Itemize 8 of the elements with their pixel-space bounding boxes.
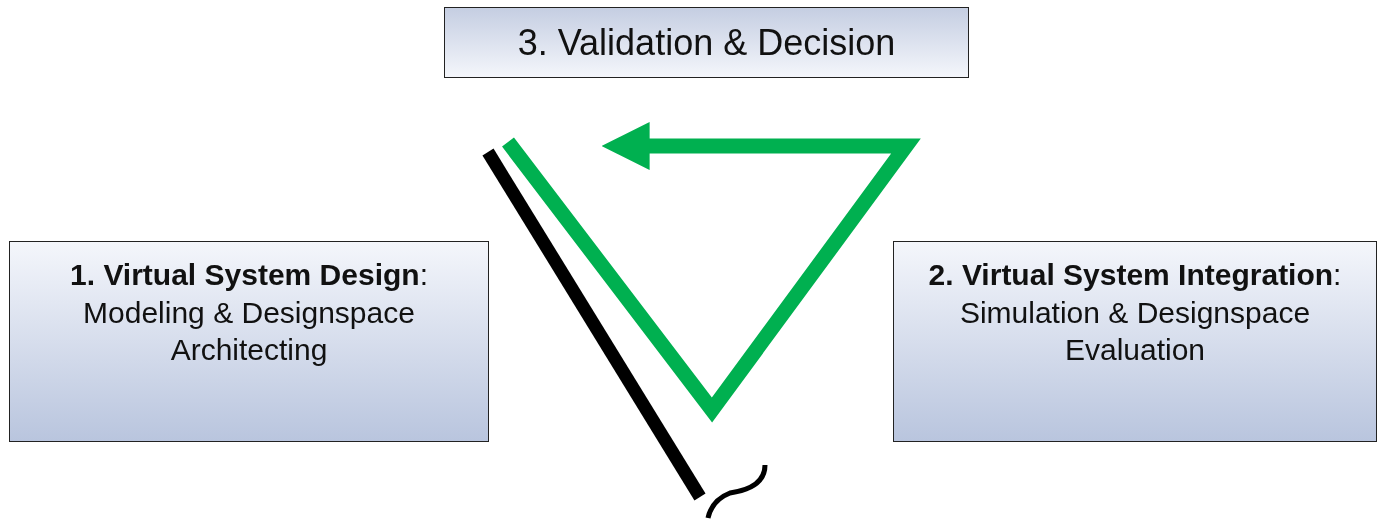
box-label: 3. Validation & Decision xyxy=(516,21,897,65)
box-heading: 2. Virtual System Integration: xyxy=(927,257,1343,293)
box-heading: 1. Virtual System Design: xyxy=(69,257,429,293)
box-text: Modeling & Designspace Architecting xyxy=(82,294,416,368)
process-box xyxy=(9,241,489,442)
box-text: Simulation & Designspace Evaluation xyxy=(958,294,1312,368)
process-box xyxy=(893,241,1377,442)
process-box xyxy=(444,7,969,78)
